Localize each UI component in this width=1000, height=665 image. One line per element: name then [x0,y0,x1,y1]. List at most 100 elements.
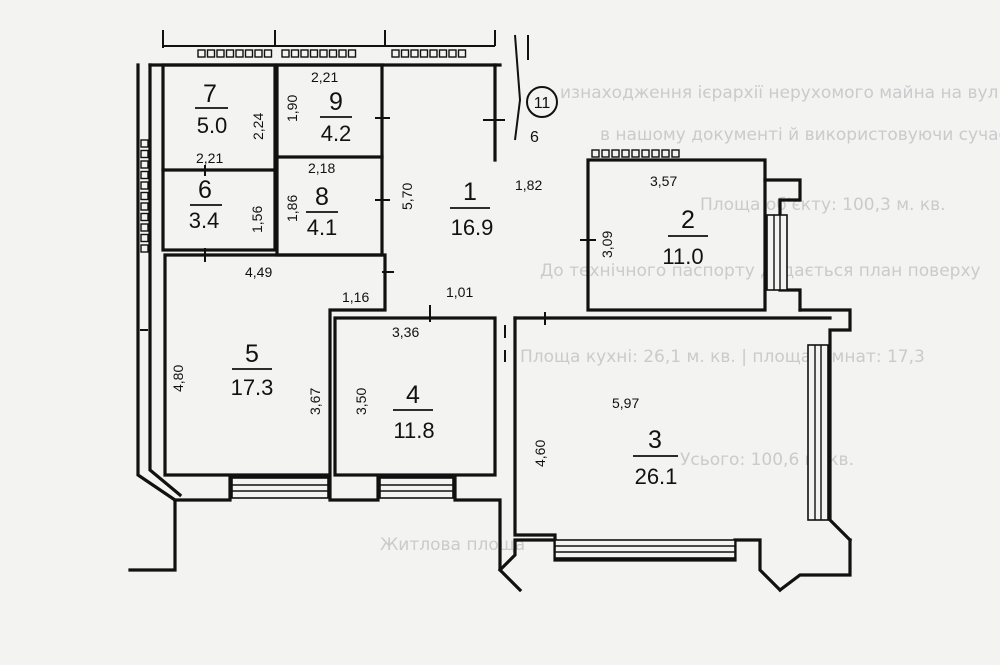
room-8-area: 4.1 [307,215,338,240]
dim-r3-depth: 4,60 [532,440,548,467]
bg-text-line-2: в нашому документі й використовуючи суча… [600,125,1000,145]
dim-r8-width: 2,18 [308,160,335,176]
room-1-area: 16.9 [451,215,494,240]
dim-r2-width: 3,57 [650,173,677,189]
room-8-number: 8 [315,183,329,211]
room-9-label: 9 4.2 [320,88,352,146]
vent-block [429,49,438,58]
vent-block [300,49,309,58]
vent-block [438,49,448,58]
dimension-labels: 2,24 2,21 1,56 2,21 1,90 2,18 1,86 5,70 … [170,69,677,467]
window-room4 [379,477,454,499]
dim-r9-width: 2,21 [311,69,338,85]
dim-r6-depth: 1,56 [249,206,265,233]
marker-side-text: 6 [530,129,539,146]
room-5-area: 17.3 [231,375,274,400]
room-2-number: 2 [681,206,695,234]
room-2-label: 2 11.0 [662,206,708,269]
dim-r7-depth: 2,24 [250,113,266,140]
vent-block [140,244,149,253]
bg-text-line-5: Площа кухні: 26,1 м. кв. | площа кімнат:… [520,347,925,367]
vent-block [290,49,300,58]
vent-block [391,49,400,58]
room-9-area: 4.2 [321,121,352,146]
dim-r4-width: 3,36 [392,324,419,340]
vent-block [457,49,467,58]
room-7-area: 5.0 [197,113,228,138]
room-5-label: 5 17.3 [231,340,274,400]
room-2-area: 11.0 [662,244,703,269]
vent-block [140,181,149,190]
room-4-number: 4 [406,381,420,409]
vent-block [671,149,680,158]
vent-block [611,149,620,158]
room-9-number: 9 [329,88,343,116]
vent-block [206,49,216,58]
room-6-area: 3.4 [189,208,220,233]
dim-r5-width: 4,49 [245,264,272,280]
room-6-label: 6 3.4 [189,176,222,233]
vent-block [197,49,206,58]
dim-r1-length: 5,70 [399,183,415,210]
windows [231,214,829,559]
room-5-number: 5 [245,340,259,368]
vent-block [140,191,149,201]
vent-block [281,49,290,58]
vent-block [244,49,254,58]
vent-block [254,49,263,58]
vent-block [651,149,660,158]
room-3-number: 3 [648,426,662,454]
vent-block [347,49,357,58]
vent-block [140,212,149,222]
room-labels: 7 5.0 6 3.4 9 4.2 8 4.1 1 16.9 2 11.0 [189,80,708,489]
marker-circle [526,86,558,118]
room-8-label: 8 4.1 [306,183,338,240]
vent-block [263,49,273,58]
vent-block [319,49,328,58]
background-text-layer: изнаходження ієрархії нерухомого майна н… [380,83,1000,555]
vent-block [235,49,244,58]
vent-block [140,160,149,169]
room-7-number: 7 [203,80,217,108]
dim-r5-inner: 3,67 [307,388,323,415]
vent-block [419,49,429,58]
vent-block [641,149,650,158]
window-room3-right [807,344,829,521]
neighbour-partitions [162,30,529,141]
marker-label: 11 [534,95,551,112]
dim-r8-depth: 1,86 [284,195,300,222]
vent-block [448,49,457,58]
dim-r5-depth: 4,80 [170,365,186,392]
bg-text-line-7: Житлова площа [380,535,525,555]
room-6-number: 6 [198,176,212,204]
room-1-label: 1 16.9 [450,178,493,240]
vent-block [225,49,235,58]
vent-blocks-room2 [591,149,680,158]
vent-block [591,149,600,158]
room-4-label: 4 11.8 [393,381,435,443]
vent-block [140,202,149,211]
vent-block [328,49,338,58]
vent-block [400,49,410,58]
vent-block [621,149,630,158]
room-4-area: 11.8 [393,418,434,443]
bg-text-line-4: До технічного паспорту додається план по… [540,261,981,281]
vent-block [601,149,610,158]
room-marker-11: 11 6 [526,86,558,146]
vent-block [338,49,347,58]
vent-block [661,149,670,158]
vent-block [140,139,149,148]
window-room2-right [766,214,788,291]
dim-hall-step: 1,16 [342,289,369,305]
vent-block [410,49,419,58]
dim-r2-depth: 3,09 [599,231,615,258]
bg-text-line-1: изнаходження ієрархії нерухомого майна н… [560,83,1000,103]
interior-walls [161,63,832,542]
dim-r4-depth: 3,50 [353,388,369,415]
room-3-area: 26.1 [635,464,678,489]
room-7-label: 7 5.0 [195,80,228,138]
vent-block [309,49,319,58]
room-1-number: 1 [463,178,477,206]
door-ticks [140,117,596,362]
